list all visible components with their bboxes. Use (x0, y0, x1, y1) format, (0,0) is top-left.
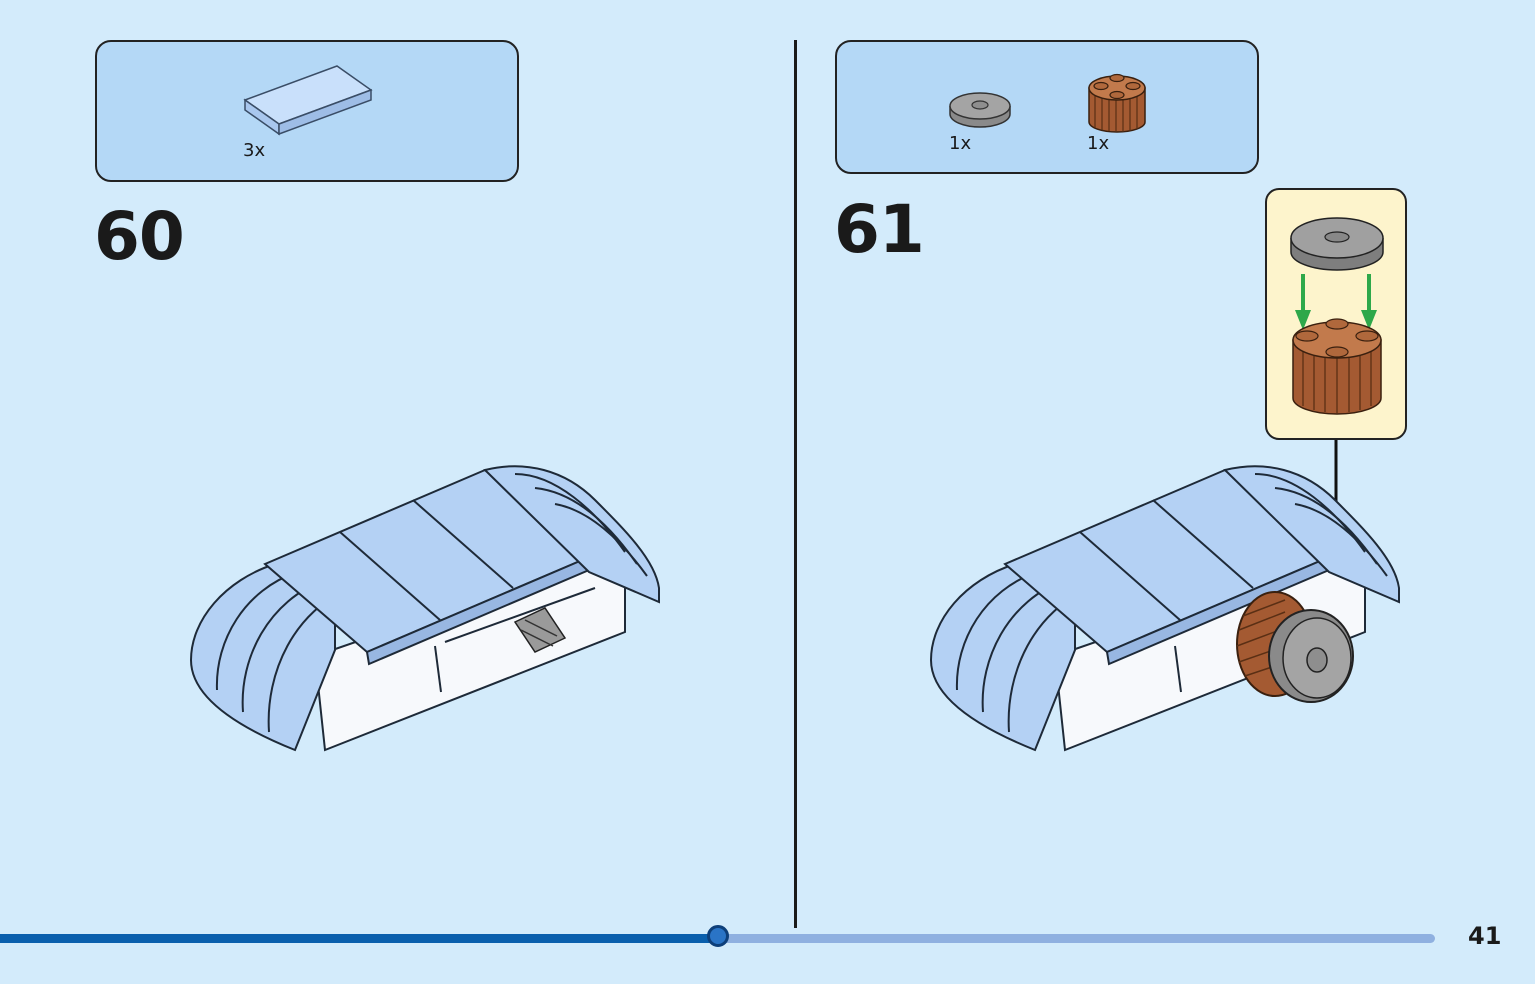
parts-list-step-61: 1x 1x (835, 40, 1259, 174)
parts-list-step-60: 3x (95, 40, 519, 182)
flat-tile-icon (243, 65, 373, 136)
step-60-model (189, 465, 660, 752)
step-number-60: 60 (94, 198, 185, 275)
step-61-model (929, 465, 1400, 752)
part-qty: 1x (949, 133, 972, 154)
part-qty: 1x (1087, 133, 1110, 154)
page-number: 41 (1468, 922, 1502, 950)
round-tile-icon (1290, 217, 1384, 271)
round-brick-icon (1292, 318, 1382, 415)
progress-knob (707, 925, 729, 947)
sub-assembly-callout (1265, 188, 1407, 440)
part-qty: 3x (243, 140, 266, 161)
round-tile-icon (949, 92, 1011, 128)
axle-icon (513, 607, 567, 653)
round-brick-icon (1088, 73, 1146, 133)
green-arrow-icon (1295, 274, 1377, 330)
progress-fill (0, 934, 718, 943)
step-number-61: 61 (834, 191, 925, 268)
callout-drawing (1290, 217, 1384, 415)
grey-round-tile-icon (1268, 609, 1354, 703)
page-divider (794, 40, 797, 928)
